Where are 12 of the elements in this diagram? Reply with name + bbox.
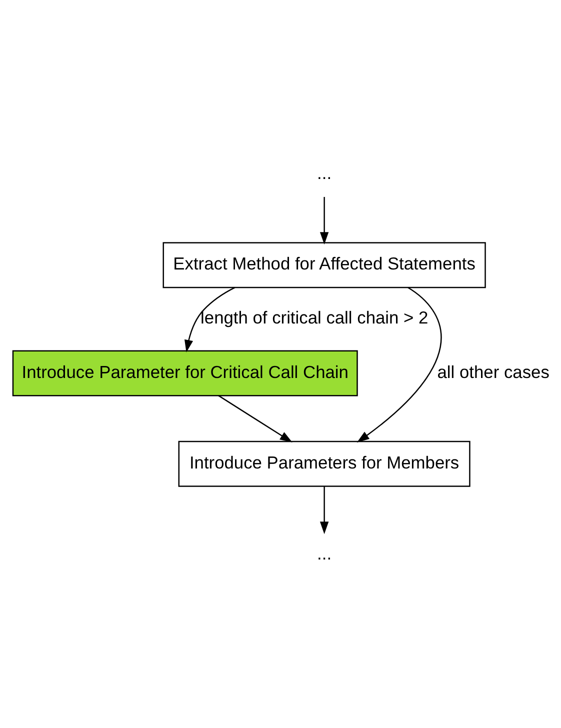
arrow — [320, 196, 329, 244]
arrow — [218, 394, 292, 442]
node-box: Introduce Parameters for Members — [178, 440, 470, 486]
edge-label: length of critical call chain > 2 — [200, 307, 428, 328]
arrow — [356, 286, 442, 442]
node-text: ... — [317, 542, 332, 563]
arrow — [320, 486, 329, 534]
node-text: ... — [317, 162, 332, 182]
node-box: Extract Method for Affected Statements — [162, 242, 486, 288]
node-box: Introduce Parameter for Critical Call Chain — [12, 350, 358, 396]
edge-label: all other cases — [437, 361, 550, 382]
arrow — [184, 286, 236, 352]
